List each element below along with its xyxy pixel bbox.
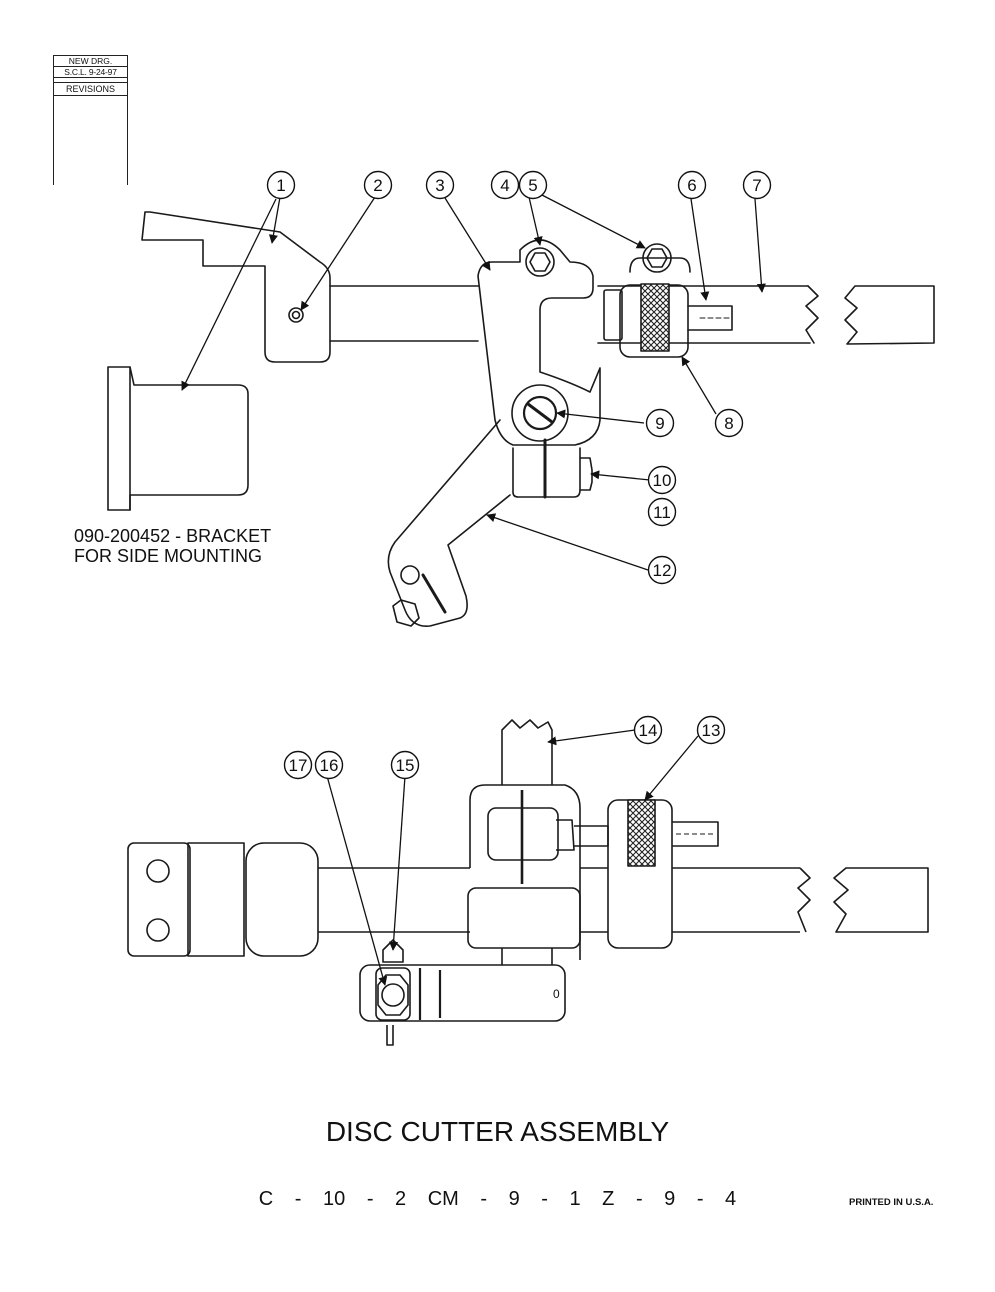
clamp-screw-9: [511, 384, 569, 442]
svg-text:0: 0: [553, 987, 560, 1001]
callout-number: 5: [528, 176, 537, 195]
callout-16: 16: [314, 750, 344, 780]
bracket-note: 090-200452 - BRACKET FOR SIDE MOUNTING: [74, 526, 272, 566]
callout-circle: [696, 715, 726, 745]
rivet-2: [288, 307, 304, 323]
callout-number: 17: [289, 756, 308, 775]
callout-10: 10: [647, 465, 677, 495]
callout-number: 13: [702, 721, 721, 740]
side-mount-bracket: [107, 366, 249, 511]
callout-circle: [390, 750, 420, 780]
callout-1: 1: [266, 170, 296, 200]
callout-circle: [677, 170, 707, 200]
callout-8: 8: [714, 408, 744, 438]
callout-number: 8: [724, 414, 733, 433]
callout-3: 3: [425, 170, 455, 200]
drawing-title: DISC CUTTER ASSEMBLY: [325, 1116, 670, 1147]
main-body: [477, 239, 601, 446]
callout-circle: [518, 170, 548, 200]
callout-circle: [645, 408, 675, 438]
callout-11: 11: [647, 497, 677, 527]
callout-number: 10: [653, 471, 672, 490]
revision-line-2: S.C.L. 9-24-97: [54, 67, 127, 78]
shaft-bottom: [318, 867, 800, 933]
callout-number: 16: [320, 756, 339, 775]
callout-circle: [647, 465, 677, 495]
callout-5: 5: [518, 170, 548, 200]
callout-circle: [633, 715, 663, 745]
callout-2: 2: [363, 170, 393, 200]
callout-circle: [363, 170, 393, 200]
callout-number: 4: [500, 176, 509, 195]
bottom-view: 0: [127, 719, 929, 1046]
main-body-bottom: [469, 784, 581, 960]
callout-number: 9: [655, 414, 664, 433]
callout-number: 12: [653, 561, 672, 580]
callout-4: 4: [490, 170, 520, 200]
callout-number: 11: [653, 503, 671, 522]
callout-13: 13: [696, 715, 726, 745]
collar-5: [629, 257, 691, 273]
callout-circle: [742, 170, 772, 200]
callout-circle: [314, 750, 344, 780]
callout-15: 15: [390, 750, 420, 780]
printed-in-label: PRINTED IN U.S.A.: [849, 1197, 934, 1208]
shaft-top: [329, 285, 811, 344]
callout-9: 9: [645, 408, 675, 438]
callout-number: 2: [373, 176, 382, 195]
callout-circle: [647, 497, 677, 527]
callout-number: 6: [687, 176, 696, 195]
lower-clamp: [359, 964, 566, 1022]
vertical-shaft-14: [501, 719, 553, 785]
callout-7: 7: [742, 170, 772, 200]
callout-number: 3: [435, 176, 444, 195]
callout-circle: [714, 408, 744, 438]
callout-14: 14: [633, 715, 663, 745]
callout-12: 12: [647, 555, 677, 585]
revisions-label: REVISIONS: [54, 82, 127, 96]
revision-line-1: NEW DRG.: [54, 55, 127, 67]
arm-12: [387, 419, 511, 627]
callout-circle: [283, 750, 313, 780]
shaft-break-right: [844, 285, 935, 345]
callout-circle: [490, 170, 520, 200]
callout-circle: [647, 555, 677, 585]
shaft-break-left: [805, 285, 819, 344]
knurled-knob-8: [640, 283, 670, 352]
set-screw-6: [687, 305, 733, 331]
callout-circle: [266, 170, 296, 200]
callout-number: 7: [752, 176, 761, 195]
callout-number: 15: [396, 756, 415, 775]
callout-17: 17: [283, 750, 313, 780]
callout-number: 1: [276, 176, 285, 195]
hex-bolt-16: [377, 974, 409, 1016]
callout-number: 14: [639, 721, 658, 740]
callout-circle: [425, 170, 455, 200]
bracket-part: [141, 211, 331, 363]
callout-6: 6: [677, 170, 707, 200]
part-references: C - 10 - 2 CM - 9 - 1 Z - 9 - 4: [258, 1188, 737, 1210]
top-view: [107, 211, 935, 627]
leader-lines: [181, 193, 766, 986]
end-block: [127, 842, 191, 957]
revision-block: NEW DRG. S.C.L. 9-24-97 REVISIONS: [53, 55, 128, 185]
